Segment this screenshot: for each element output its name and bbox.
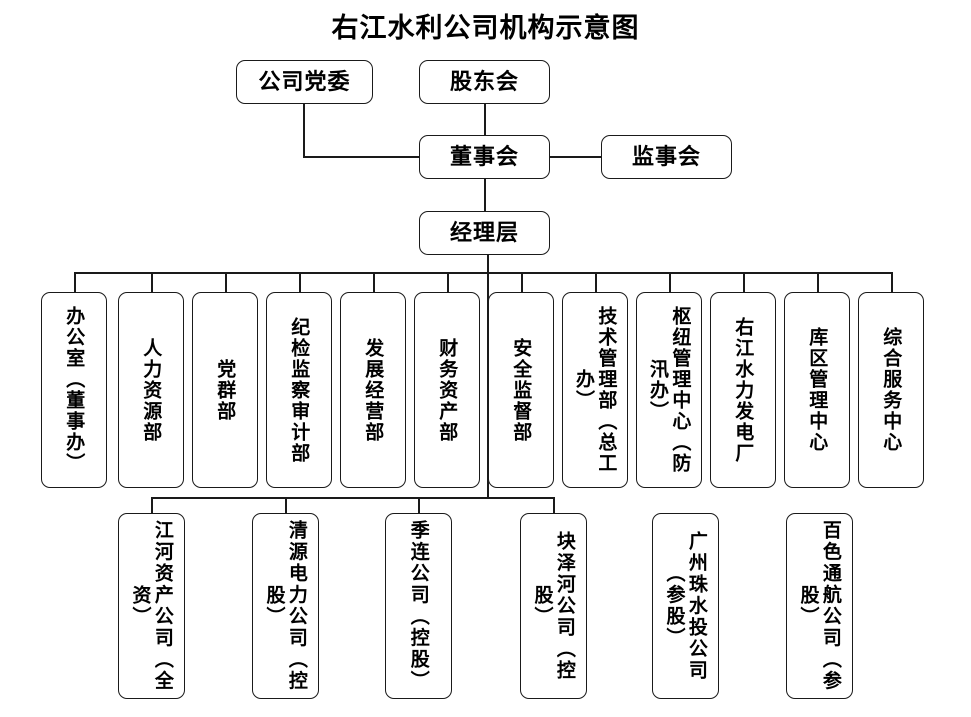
connector-board-to-supervisors xyxy=(550,156,602,158)
node-board-of-supervisors[interactable]: 监事会 xyxy=(601,135,732,179)
node-department-9[interactable]: 枢纽管理中心（防汛办） xyxy=(636,292,702,488)
node-shareholders-meeting[interactable]: 股东会 xyxy=(419,60,550,104)
page-title: 右江水利公司机构示意图 xyxy=(331,13,640,44)
node-department-12[interactable]: 综合服务中心 xyxy=(858,292,924,488)
subsidiary-stem-3 xyxy=(418,497,420,514)
node-department-8[interactable]: 技术管理部（总工办） xyxy=(562,292,628,488)
node-department-3[interactable]: 党群部 xyxy=(192,292,258,488)
node-board-of-directors[interactable]: 董事会 xyxy=(419,135,550,179)
node-management-layer[interactable]: 经理层 xyxy=(419,211,550,255)
dept-stem-5 xyxy=(373,272,375,294)
node-department-2[interactable]: 人力资源部 xyxy=(118,292,184,488)
node-department-5[interactable]: 发展经营部 xyxy=(340,292,406,488)
subsidiary-bus xyxy=(151,497,554,499)
dept-stem-12 xyxy=(891,272,893,294)
node-department-4[interactable]: 纪检监察审计部 xyxy=(266,292,332,488)
dept-stem-11 xyxy=(817,272,819,294)
node-subsidiary-6[interactable]: 百色通航公司（参股） xyxy=(786,513,853,699)
subsidiary-stem-2 xyxy=(285,497,287,514)
connector-management-spine xyxy=(487,255,489,498)
dept-stem-1 xyxy=(74,272,76,294)
connector-shareholders-to-board xyxy=(484,104,486,136)
node-subsidiary-5[interactable]: 广州珠水投公司（参股） xyxy=(652,513,719,699)
node-department-11[interactable]: 库区管理中心 xyxy=(784,292,850,488)
dept-stem-2 xyxy=(151,272,153,294)
subsidiary-stem-4 xyxy=(553,497,555,514)
subsidiary-stem-1 xyxy=(151,497,153,514)
connector-party-to-board xyxy=(303,156,420,158)
node-subsidiary-1[interactable]: 江河资产公司（全资） xyxy=(118,513,185,699)
dept-stem-10 xyxy=(743,272,745,294)
node-department-10[interactable]: 右江水力发电厂 xyxy=(710,292,776,488)
connector-board-to-management xyxy=(484,179,486,212)
node-department-7[interactable]: 安全监督部 xyxy=(488,292,554,488)
dept-stem-8 xyxy=(595,272,597,294)
dept-stem-3 xyxy=(225,272,227,294)
node-department-6[interactable]: 财务资产部 xyxy=(414,292,480,488)
node-party-committee[interactable]: 公司党委 xyxy=(236,60,373,104)
node-subsidiary-2[interactable]: 清源电力公司（控股） xyxy=(252,513,319,699)
dept-stem-9 xyxy=(669,272,671,294)
node-subsidiary-3[interactable]: 季连公司（控股） xyxy=(385,513,452,699)
node-department-1[interactable]: 办公室（董事办） xyxy=(41,292,107,488)
connector-party-vertical xyxy=(303,104,305,157)
dept-stem-6 xyxy=(447,272,449,294)
dept-stem-4 xyxy=(299,272,301,294)
dept-stem-7 xyxy=(521,272,523,294)
node-subsidiary-4[interactable]: 块泽河公司（控股） xyxy=(520,513,587,699)
department-bus xyxy=(74,272,892,274)
